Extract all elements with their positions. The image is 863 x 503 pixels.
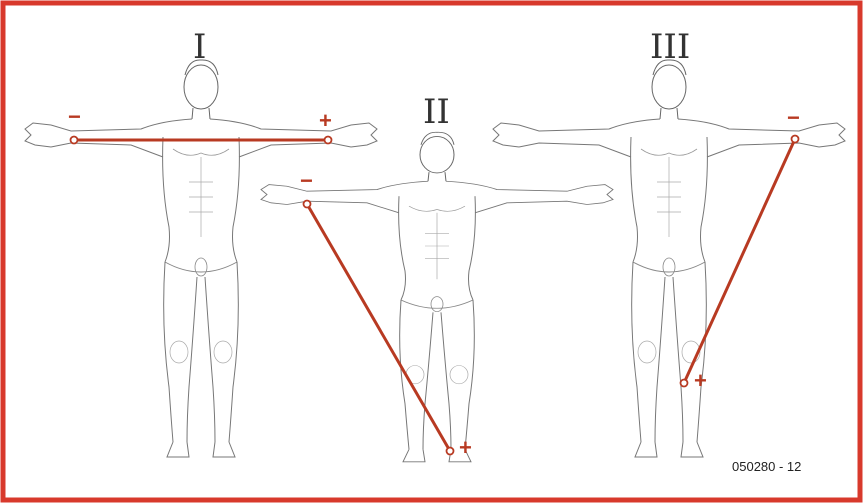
lead-3-neg-marker: − bbox=[787, 107, 800, 129]
lead-2-pos-marker: + bbox=[459, 437, 472, 459]
lead-3-pos-electrode bbox=[681, 380, 688, 387]
lead-2-label: II bbox=[423, 95, 450, 129]
lead-1-label: I bbox=[193, 30, 206, 64]
lead-2-neg-marker: − bbox=[300, 170, 313, 192]
lead-1-neg-electrode bbox=[71, 137, 78, 144]
lead-2-neg-electrode bbox=[304, 201, 311, 208]
lead-2-pos-electrode bbox=[447, 448, 454, 455]
lead-1-pos-marker: + bbox=[319, 110, 332, 132]
figure-reference-code: 050280 - 12 bbox=[732, 459, 801, 474]
lead-1-pos-electrode bbox=[325, 137, 332, 144]
lead-3-pos-marker: + bbox=[694, 370, 707, 392]
lead-1-neg-marker: − bbox=[68, 106, 81, 128]
lead-3-label: III bbox=[650, 30, 690, 64]
lead-3-neg-electrode bbox=[792, 136, 799, 143]
diagram-border bbox=[3, 3, 860, 500]
